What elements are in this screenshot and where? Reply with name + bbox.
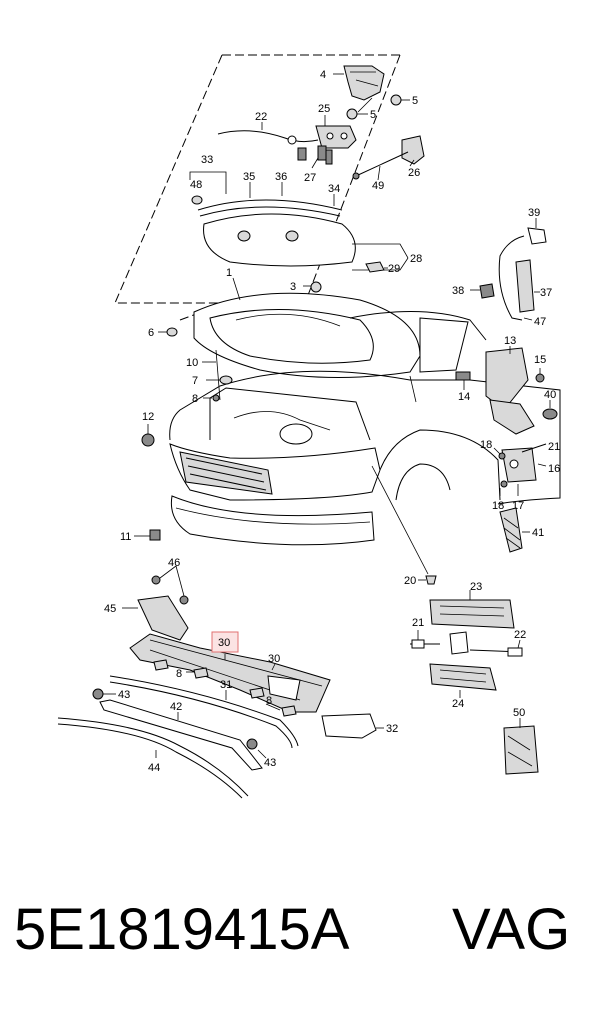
callout-12: 12	[142, 411, 154, 423]
callout-43b: 43	[264, 757, 276, 769]
prop-rod-part-49	[352, 151, 409, 181]
scuttle-panel-part-30	[129, 633, 331, 713]
callout-5b: 5	[370, 109, 376, 121]
callout-20: 20	[404, 575, 416, 587]
callout-46: 46	[168, 557, 180, 569]
callout-24: 24	[452, 698, 464, 710]
buffer-part-7	[206, 375, 233, 385]
buffer-part-3	[303, 281, 322, 293]
release-handle-part-41	[499, 507, 530, 553]
bolts-part-27	[297, 145, 333, 169]
callout-21a: 21	[548, 441, 560, 453]
callout-15: 15	[534, 354, 546, 366]
parts-diagram: 4 5 5 22 25 27 26 49	[57, 54, 561, 799]
callout-18b: 18	[492, 500, 504, 512]
callout-44: 44	[148, 762, 160, 774]
callout-8a: 8	[192, 393, 198, 405]
cover-part-32	[321, 713, 384, 739]
callout-27: 27	[304, 172, 316, 184]
callout-40: 40	[544, 389, 556, 401]
callout-50: 50	[513, 707, 525, 719]
hood-group-boundary	[114, 54, 226, 304]
callout-4: 4	[320, 69, 326, 81]
part-number: 5E1819415A	[14, 897, 350, 962]
callout-45: 45	[104, 603, 116, 615]
callout-29: 29	[388, 263, 400, 275]
callout-38: 38	[452, 285, 464, 297]
footer: 5E1819415A VAG	[0, 890, 600, 1000]
callout-31: 31	[220, 679, 232, 691]
headlamp-washer-part-21-22-23-24	[410, 590, 523, 698]
bracket-part-26	[401, 135, 425, 167]
seal-part-44	[57, 717, 249, 799]
callout-26: 26	[408, 167, 420, 179]
callout-1: 1	[226, 267, 232, 279]
callout-48: 48	[190, 179, 202, 191]
clip-part-11	[134, 529, 161, 541]
callout-25: 25	[318, 103, 330, 115]
callout-34: 34	[328, 183, 340, 195]
seal-strips-part-33-34-35-36	[189, 171, 343, 217]
bag-part-50	[503, 718, 539, 775]
callout-23: 23	[470, 581, 482, 593]
callout-47: 47	[534, 316, 546, 328]
nut-part-43a	[92, 688, 116, 700]
callout-30-highlighted: 30	[218, 637, 230, 649]
buffer-part-12	[141, 424, 155, 447]
highlighted-callout-box-30	[211, 631, 239, 653]
callout-21b: 21	[412, 617, 424, 629]
callout-28: 28	[410, 253, 422, 265]
callout-6: 6	[148, 327, 154, 339]
washer-system-part-37-38-39-47	[470, 218, 547, 321]
bolt-part-14	[455, 371, 471, 390]
callout-11: 11	[120, 531, 131, 543]
callout-35: 35	[243, 171, 255, 183]
clip-part-8a	[203, 394, 220, 402]
callout-37: 37	[540, 287, 552, 299]
screw-part-5	[346, 94, 410, 120]
lock-bracket-part-25	[315, 115, 357, 149]
callout-32: 32	[386, 723, 398, 735]
clip-part-6	[158, 327, 178, 337]
callout-43a: 43	[118, 689, 130, 701]
callout-7: 7	[192, 375, 198, 387]
callout-22b: 22	[514, 629, 526, 641]
callout-30: 30	[268, 653, 280, 665]
callout-33: 33	[201, 154, 213, 166]
screw-part-15	[535, 368, 545, 383]
bonnet-part-1	[193, 277, 421, 379]
callout-39: 39	[528, 207, 540, 219]
clip-part-48	[191, 195, 203, 205]
callout-41: 41	[532, 527, 544, 539]
seal-part-31	[109, 675, 299, 749]
callout-5a: 5	[412, 95, 418, 107]
callout-18a: 18	[480, 439, 492, 451]
callout-13: 13	[504, 335, 516, 347]
brand-label: VAG	[452, 897, 571, 962]
fender-bracket-part-13	[485, 346, 535, 435]
nut-part-43b	[246, 738, 267, 759]
clip-part-29	[365, 261, 388, 273]
callout-10: 10	[186, 357, 198, 369]
grommet-part-40	[542, 400, 558, 420]
car-body	[169, 311, 561, 546]
callout-3: 3	[290, 281, 296, 293]
buffers-part-8	[153, 659, 297, 717]
support-part-42	[99, 699, 263, 771]
callout-16: 16	[548, 463, 560, 475]
callout-49: 49	[372, 180, 384, 192]
callout-22a: 22	[255, 111, 267, 123]
callout-8b: 8	[176, 668, 182, 680]
callout-8c: 8	[266, 695, 272, 707]
clip-part-20	[371, 465, 437, 585]
callout-36: 36	[275, 171, 287, 183]
bracket-part-45-46	[122, 565, 189, 641]
hood-lock-part-4	[333, 65, 385, 113]
release-cable-part-22	[217, 122, 319, 145]
hood-lock-assembly-part-16-17-18-21	[493, 443, 547, 496]
callout-42: 42	[170, 701, 182, 713]
insulation-mat-part-28	[203, 213, 409, 271]
callout-14: 14	[458, 391, 470, 403]
